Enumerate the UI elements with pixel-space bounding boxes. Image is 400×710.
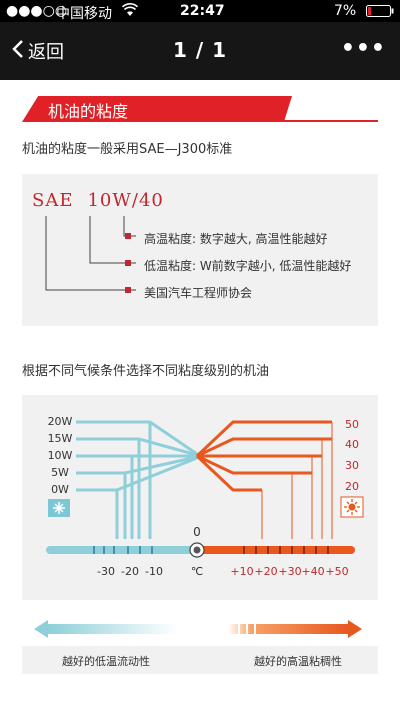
direction-arrows bbox=[34, 620, 362, 638]
temp-tick-minus20: -20 bbox=[121, 565, 139, 578]
high-temp-explanation: 高温粘度: 数字越大, 高温性能越好 bbox=[144, 232, 328, 246]
left-arrow-icon bbox=[34, 620, 178, 638]
temp-tick-plus10: +10 bbox=[230, 565, 253, 578]
sae-grade: 10W/40 bbox=[87, 190, 164, 211]
winter-grade-15w: 15W bbox=[48, 432, 73, 445]
winter-grade-5w: 5W bbox=[51, 466, 69, 479]
battery-level: 7% bbox=[334, 3, 357, 19]
navigation-bar: 返回 1 / 1 ••• bbox=[0, 22, 400, 80]
page-counter: 1 / 1 bbox=[172, 38, 228, 62]
temp-tick-minus10: -10 bbox=[145, 565, 163, 578]
clock: 22:47 bbox=[180, 3, 225, 19]
sae-prefix: SAE bbox=[32, 190, 74, 211]
chevron-left-icon bbox=[12, 39, 24, 64]
summer-grade-30: 30 bbox=[345, 459, 359, 472]
summer-grade-50: 50 bbox=[345, 418, 359, 431]
winter-grade-10w: 10W bbox=[48, 449, 73, 462]
low-temp-explanation: 低温粘度: W前数字越小, 低温性能越好 bbox=[144, 259, 352, 273]
low-temp-flow-label: 越好的低温流动性 bbox=[62, 655, 150, 668]
summer-grade-40: 40 bbox=[345, 438, 359, 451]
status-bar: ●●●○○ 中国移动 22:47 7% bbox=[0, 0, 400, 22]
section-title: 机油的粘度 bbox=[48, 102, 129, 121]
snowflake-icon bbox=[48, 499, 70, 517]
climate-selection-text: 根据不同气候条件选择不同粘度级别的机油 bbox=[22, 364, 270, 379]
sae-connector-lines bbox=[45, 216, 136, 293]
viscosity-temperature-diagram: 20W 15W 10W 5W 0W bbox=[22, 395, 378, 600]
image-viewer-content[interactable]: 机油的粘度 机油的粘度一般采用SAE—J300标准 SAE 10W/40 高温粘度… bbox=[0, 80, 400, 710]
summer-grade-20: 20 bbox=[345, 480, 359, 493]
section-header: 机油的粘度 bbox=[22, 96, 378, 122]
back-label: 返回 bbox=[28, 42, 64, 63]
high-temp-viscosity-label: 越好的高温粘稠性 bbox=[254, 655, 342, 668]
cold-grade-lines bbox=[76, 420, 198, 539]
sae-label: SAE 10W/40 bbox=[32, 190, 164, 211]
temp-tick-plus30: +30 bbox=[278, 565, 301, 578]
winter-grade-20w: 20W bbox=[48, 415, 73, 428]
temp-tick-plus20: +20 bbox=[254, 565, 277, 578]
sae-explanation-panel: SAE 10W/40 高温粘度: 数字越大, 高温性能越好 低温粘度: W前数字越… bbox=[22, 174, 378, 326]
right-arrow-icon bbox=[228, 620, 362, 638]
celsius-unit: ℃ bbox=[191, 565, 203, 578]
sae-organization: 美国汽车工程师协会 bbox=[144, 286, 253, 300]
carrier-name: 中国移动 bbox=[56, 6, 112, 22]
signal-strength: ●●●○○ bbox=[6, 3, 68, 19]
winter-grade-0w: 0W bbox=[51, 483, 69, 496]
temp-tick-plus50: +50 bbox=[325, 565, 348, 578]
back-button[interactable]: 返回 bbox=[12, 38, 64, 64]
zero-label: 0 bbox=[193, 525, 201, 539]
thermometer-scale bbox=[46, 542, 355, 558]
temp-tick-plus40: +40 bbox=[301, 565, 324, 578]
intro-text: 机油的粘度一般采用SAE—J300标准 bbox=[22, 142, 233, 157]
wifi-icon bbox=[121, 3, 139, 21]
sun-icon bbox=[340, 496, 364, 518]
temp-tick-minus30: -30 bbox=[97, 565, 115, 578]
battery-icon bbox=[366, 5, 394, 21]
hot-grade-lines bbox=[195, 420, 332, 492]
more-options-icon[interactable]: ••• bbox=[340, 36, 386, 61]
flow-characteristics-bar: 越好的低温流动性 越好的高温粘稠性 bbox=[22, 646, 378, 674]
